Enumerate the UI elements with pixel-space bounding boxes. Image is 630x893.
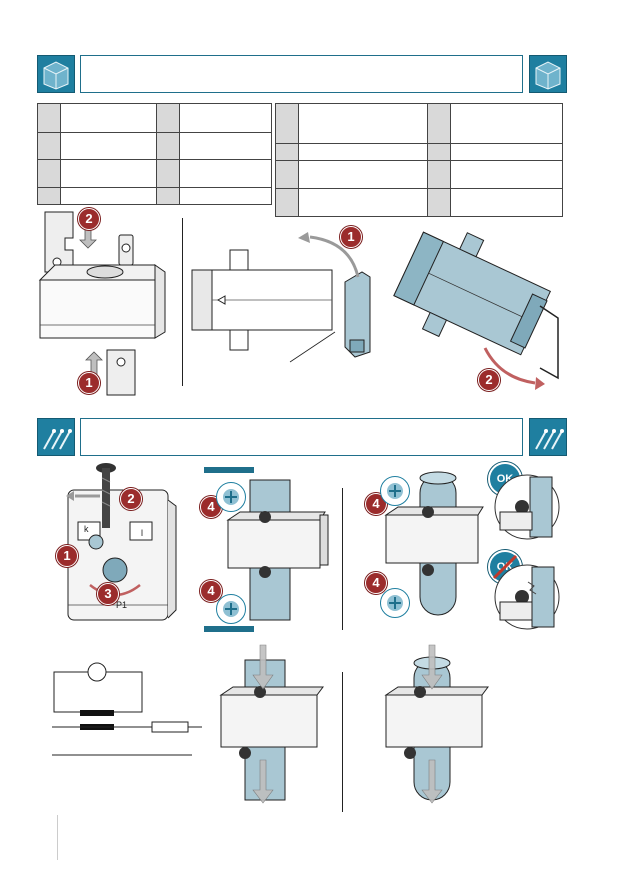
- divider: [342, 672, 343, 812]
- step-badge-4: 4: [365, 572, 387, 594]
- step-number: 4: [372, 575, 380, 590]
- terminal-label-p1: P1: [116, 600, 128, 610]
- divider: [182, 218, 183, 386]
- spec-key: [427, 143, 451, 161]
- divider: [342, 488, 343, 630]
- busbar-band-bottom: [204, 626, 254, 632]
- screwdriver-bubble-icon: [216, 482, 246, 512]
- step-badge-2: 2: [120, 488, 142, 510]
- screwdriver-bubble-icon: [380, 588, 410, 618]
- ct-on-din-rail-diagram: [393, 231, 559, 390]
- spec-key: [37, 159, 61, 188]
- step-number: 3: [104, 586, 112, 601]
- terminal-label-l: l: [141, 528, 143, 538]
- step-badge-1: 1: [78, 372, 100, 394]
- page-margin-line: [57, 815, 58, 860]
- wiring-tool-icon: [529, 418, 567, 456]
- spec-value: [60, 187, 157, 205]
- step-badge-1: 1: [56, 545, 78, 567]
- ct-mounting-plate-diagram: [38, 211, 166, 396]
- spec-value: [60, 103, 157, 133]
- busbar-band-top: [204, 467, 254, 473]
- step-number: 4: [372, 496, 380, 511]
- circuit-schematic: [52, 662, 202, 756]
- spec-key: [275, 103, 299, 144]
- step-number: 1: [347, 229, 355, 244]
- spec-key: [427, 103, 451, 144]
- spec-key: [427, 188, 451, 217]
- step-number: 2: [485, 372, 493, 387]
- spec-value: [60, 159, 157, 188]
- spec-value: [450, 143, 563, 161]
- step-badge-2: 2: [78, 208, 100, 230]
- spec-value: [179, 187, 272, 205]
- spec-key: [156, 187, 180, 205]
- step-number: 2: [85, 211, 93, 226]
- cable-flow-diagram: [384, 644, 489, 804]
- terminal-screw-diagram: [66, 463, 177, 621]
- ct-busbar-diagram: [226, 479, 329, 621]
- incorrect-cable-closeup: [494, 564, 560, 630]
- spec-value: [450, 160, 563, 189]
- step-number: 4: [207, 499, 215, 514]
- screwdriver-bubble-icon: [216, 594, 246, 624]
- spec-value: [179, 103, 272, 133]
- wiring-tool-icon: [37, 418, 75, 456]
- step-number: 1: [63, 548, 71, 563]
- spec-key: [156, 159, 180, 188]
- spec-value: [298, 160, 428, 189]
- spec-value: [298, 143, 428, 161]
- box-package-icon: [529, 55, 567, 93]
- step-badge-4: 4: [200, 580, 222, 602]
- spec-key: [156, 132, 180, 160]
- spec-key: [156, 103, 180, 133]
- section-mount-title-bar: [80, 55, 523, 93]
- spec-key: [275, 143, 299, 161]
- spec-key: [427, 160, 451, 189]
- spec-value: [450, 103, 563, 144]
- spec-value: [179, 159, 272, 188]
- spec-key: [37, 132, 61, 160]
- screwdriver-bubble-icon: [380, 476, 410, 506]
- box-package-icon: [37, 55, 75, 93]
- step-number: 1: [85, 375, 93, 390]
- ct-round-cable-diagram: [384, 471, 484, 616]
- spec-table-left: [37, 103, 272, 205]
- spec-value: [298, 188, 428, 217]
- spec-value: [298, 103, 428, 144]
- step-number: 2: [127, 491, 135, 506]
- spec-key: [275, 188, 299, 217]
- din-rail-adapter-diagram: [191, 232, 371, 363]
- spec-value: [60, 132, 157, 160]
- terminal-label-k: k: [84, 524, 89, 534]
- section-connect-title-bar: [80, 418, 523, 456]
- spec-key: [37, 103, 61, 133]
- step-badge-1: 1: [340, 226, 362, 248]
- step-number: 4: [207, 583, 215, 598]
- busbar-flow-diagram: [219, 644, 324, 804]
- spec-key: [275, 160, 299, 189]
- step-badge-3: 3: [97, 583, 119, 605]
- spec-value: [179, 132, 272, 160]
- spec-value: [450, 188, 563, 217]
- step-badge-2: 2: [478, 369, 500, 391]
- spec-table-right: [275, 103, 563, 217]
- spec-key: [37, 187, 61, 205]
- correct-cable-closeup: [494, 474, 560, 540]
